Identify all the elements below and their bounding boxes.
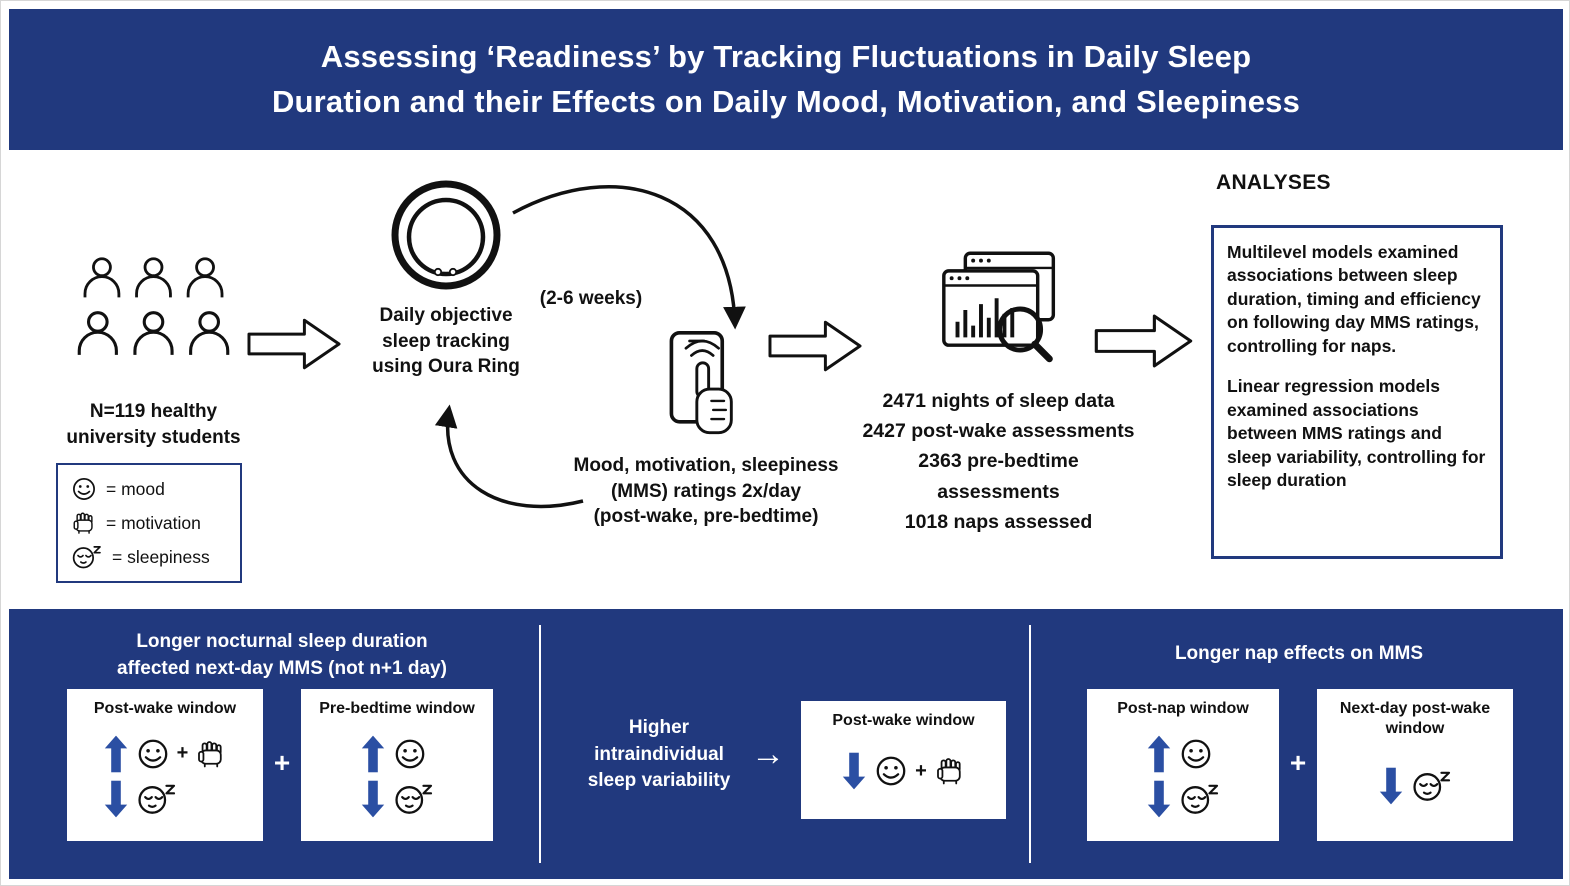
mood-face-icon [874,754,908,788]
sleepiness-face-icon [393,782,435,816]
post-nap-window-box: Post-nap window [1087,689,1279,841]
analyses-box: Multilevel models examined associations … [1211,225,1503,559]
motivation-fist-icon [71,510,97,536]
sleepiness-face-icon [71,544,103,570]
down-arrow-icon [1147,780,1171,818]
mood-face-icon [136,737,170,771]
post-nap-window-title: Post-nap window [1117,700,1249,717]
mms-ratings-label: Mood, motivation, sleepiness (MMS) ratin… [573,455,839,528]
analyses-heading: ANALYSES [1216,171,1331,194]
legend-box: = mood = motivation = sleepiness [56,463,242,583]
up-arrow-icon [1147,735,1171,773]
stat-naps: 1018 naps assessed [904,510,1093,533]
flow-arrow-3 [1094,313,1194,369]
sleepiness-face-icon [1179,782,1221,816]
phone-tap-icon [669,331,733,435]
up-arrow-icon [104,735,128,773]
legend-row-motivation: = motivation [71,510,227,536]
sleepiness-face-icon [1411,769,1453,803]
figure-title-line1: Assessing ‘Readiness’ by Tracking Fluctu… [320,38,1252,74]
weeks-label: (2-6 weeks) [539,288,643,309]
flow-arrow-1 [247,317,342,371]
oura-ring-icon [391,180,501,290]
post-wake-window-title: Post-wake window [93,700,237,717]
nap-panel-heading: Longer nap effects on MMS [1174,643,1424,664]
panel-divider-1 [539,625,541,863]
post-wake-window-box: Post-wake window + [67,689,263,841]
figure-title: Assessing ‘Readiness’ by Tracking Fluctu… [272,35,1300,125]
title-banner: Assessing ‘Readiness’ by Tracking Fluctu… [9,9,1563,150]
legend-motivation-label: = motivation [106,512,201,533]
legend-sleepiness-label: = sleepiness [112,546,210,567]
analyses-paragraph-1: Multilevel models examined associations … [1227,242,1481,356]
analyses-paragraph-2: Linear regression models examined associ… [1227,376,1486,490]
legend-row-mood: = mood [71,476,227,502]
plus-sign: + [176,742,189,764]
participants-group-icon [77,257,230,357]
stat-nights: 2471 nights of sleep data [882,390,1115,412]
figure-title-line2: Duration and their Effects on Daily Mood… [271,83,1301,119]
results-panel: Longer nocturnal sleep duration affected… [9,609,1563,879]
implies-arrow: → [751,735,785,773]
participants-label: N=119 healthy university students [66,401,241,448]
panel-divider-2 [1029,625,1031,863]
legend-mood-label: = mood [106,478,165,499]
pre-bedtime-window-box: Pre-bedtime window [301,689,493,841]
right-plus-sign: + [1289,747,1307,778]
motivation-fist-icon [195,738,227,770]
mood-face-icon [71,476,97,502]
variability-label: Higher intraindividual sleep variability [587,717,731,792]
oura-label: Daily objective sleep tracking using Our… [372,305,520,378]
up-effect-row: + [103,735,228,773]
up-effect-row [1146,735,1221,773]
down-effect-row [1378,767,1453,805]
mood-face-icon [393,737,427,771]
sleepiness-face-icon [136,782,178,816]
down-arrow-icon [104,780,128,818]
down-effect-row [103,780,228,818]
variability-box-title: Post-wake window [832,712,975,729]
dataset-stats: 2471 nights of sleep data 2427 post-wake… [856,386,1141,537]
pre-bedtime-window-title: Pre-bedtime window [319,700,475,717]
flow-arrow-2 [768,319,863,373]
down-arrow-icon [842,752,866,790]
down-effect-row [1146,780,1221,818]
plus-sign: + [915,759,927,782]
mood-face-icon [1179,737,1213,771]
next-day-post-wake-box: Next-day post-wake window [1317,689,1513,841]
stat-post-wake: 2427 post-wake assessments [862,420,1135,443]
next-day-post-wake-title: Next-day post-wake window [1339,700,1491,737]
up-arrow-icon [361,735,385,773]
up-effect-row [360,735,435,773]
legend-row-sleepiness: = sleepiness [71,544,227,570]
variability-post-wake-box: Post-wake window + [801,701,1006,819]
down-arrow-icon [361,780,385,818]
down-effect-row [360,780,435,818]
left-panel-heading: Longer nocturnal sleep duration affected… [117,631,447,679]
stat-pre-bedtime: 2363 pre-bedtime assessments [918,450,1079,503]
sleep-data-analysis-icon [942,251,1056,363]
down-effect-row: + [841,752,966,790]
left-plus-sign: + [273,747,291,778]
motivation-fist-icon [934,755,966,787]
down-arrow-icon [1379,767,1403,805]
